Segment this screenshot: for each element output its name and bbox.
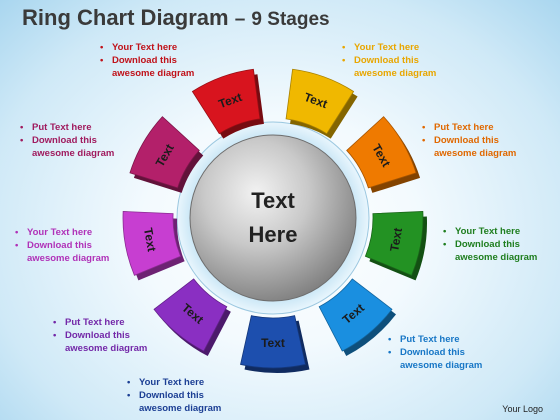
ring-segment-1: [285, 68, 355, 135]
stage-note-line: awesome diagram: [400, 360, 483, 371]
ring-segment-9: [191, 68, 261, 135]
stage-note-line: Put Text here: [422, 121, 516, 134]
stage-note-line: Put Text here: [53, 316, 147, 329]
stage-note-line: Your Text here: [15, 226, 109, 239]
ring-segment-5-label: Text: [261, 336, 285, 350]
stage-note-line: Your Text here: [127, 376, 221, 389]
ring-segment-5: [240, 315, 306, 369]
ring-segment-3-label: Text: [387, 227, 405, 253]
ring-segment-2: [346, 116, 417, 189]
stage-note-line: Your Text here: [342, 41, 436, 54]
page-title: Ring Chart Diagram – 9 Stages: [22, 5, 330, 31]
stage-note-line: awesome diagram: [65, 343, 148, 354]
ring-segment-6: [153, 278, 228, 352]
stage-note-line: Download this: [342, 54, 436, 67]
stage-note-line: Download this: [388, 346, 482, 359]
stage-note-line: Download this: [127, 389, 221, 402]
title-main: Ring Chart Diagram: [22, 5, 229, 30]
logo-text: Your Logo: [502, 404, 543, 414]
stage-note-line: Download this: [53, 329, 147, 342]
center-sphere: [189, 134, 357, 302]
stage-note-line: awesome diagram: [139, 403, 222, 414]
stage-note-line: Your Text here: [443, 225, 537, 238]
ring-segment-4: [318, 278, 393, 352]
stage-note-line: Download this: [20, 134, 114, 147]
ring-segment-8: [129, 116, 200, 189]
title-dash: –: [234, 9, 246, 30]
stage-note-line: Download this: [422, 134, 516, 147]
center-text-line2: Here: [249, 222, 298, 247]
stage-note-line: Download this: [100, 54, 194, 67]
stage-note-line: awesome diagram: [27, 253, 110, 264]
center-text-line1: Text: [251, 188, 295, 213]
stage-note-line: Your Text here: [100, 41, 194, 54]
stage-note-line: awesome diagram: [112, 68, 195, 79]
ring-segment-7: [122, 211, 182, 276]
stage-note-line: Download this: [15, 239, 109, 252]
stage-note-line: Download this: [443, 238, 537, 251]
title-stages: 9 Stages: [251, 9, 330, 30]
stage-note-line: awesome diagram: [455, 252, 538, 263]
stage-note-line: awesome diagram: [354, 68, 437, 79]
ring-segment-7-label: Text: [141, 227, 159, 253]
stage-note-line: awesome diagram: [32, 148, 115, 159]
stage-note-line: awesome diagram: [434, 148, 517, 159]
stage-note-line: Put Text here: [20, 121, 114, 134]
stage-note-line: Put Text here: [388, 333, 482, 346]
ring-segment-3: [364, 211, 424, 276]
